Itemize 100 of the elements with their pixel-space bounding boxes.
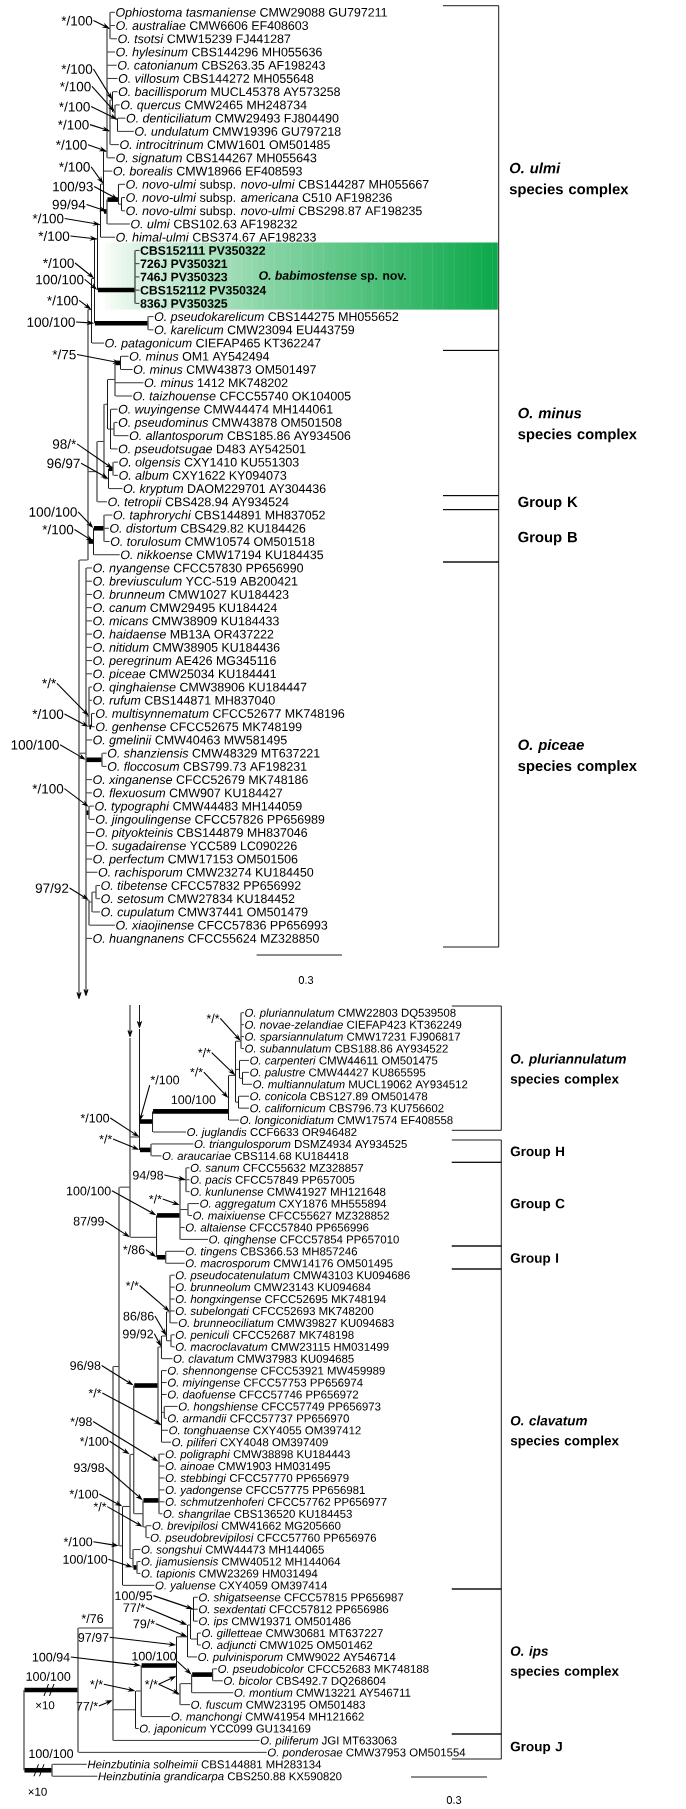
taxon-label: O. ips CMW19371 OM501486 [199,1616,351,1628]
tree-branch [141,1663,177,1668]
tree-branch [170,1274,175,1276]
tree-branch [197,1632,202,1634]
taxon-label: O. minus CMW43873 OM501497 [133,364,316,374]
tree-branch [100,236,116,238]
tree-branch [212,1668,218,1670]
tree-branch [151,1143,194,1145]
tree-branch [91,713,96,714]
tree-branch [107,28,110,29]
taxon-label: O. tonghuaense CXY4055 OM397412 [169,1426,361,1437]
tree-branch [146,1525,152,1527]
support-value: 79/* [133,1619,155,1629]
taxon-label: O. sanum CFCC55632 MZ328857 [190,1163,364,1172]
tree-branch [113,1740,260,1741]
continuation-arrow [137,1004,142,1029]
support-value: */100 [150,1075,180,1085]
tree-branch [107,64,118,66]
support-value: 100/100 [63,1554,108,1564]
tree-branch [93,554,121,556]
taxon-label: O. adjuncti CMW1025 OM501462 [202,1640,373,1652]
tree-branch [100,183,104,185]
taxon-label: O. tsotsi CMW15239 FJ441287 [118,34,291,44]
continuation-arrow [127,1004,133,1038]
tree-branch [117,117,126,119]
taxon-label: O. multisynnematum CFCC52677 MK748196 [95,708,345,721]
tree-branch [115,395,133,397]
taxon-label: O. taphrorychi CBS144891 MH837052 [113,510,325,522]
tree-branch [107,223,131,225]
clade-label: O. minus species complex [518,407,637,443]
taxon-label: O. carpenteri CMW44611 OM501475 [250,1056,438,1067]
tree-branch [170,1310,175,1312]
taxon-label: O. macrosporum CMW14176 OM501495 [185,1259,393,1270]
tree-branch [143,1526,146,1528]
taxon-label: O. sugadairense YCC589 LC090226 [95,841,297,853]
taxon-label: O. manchongi CMW41954 MH121662 [171,1712,364,1723]
leader-arrow [219,1017,241,1041]
tree-branch [89,805,95,807]
support-value: 100/100 [171,1095,216,1105]
tree-branch [113,1366,119,1367]
support-value: */100 [63,1537,93,1547]
tree-branch [110,428,114,430]
support-value: */* [144,1679,158,1689]
support-value: */* [93,1502,107,1512]
tree-branch [122,1506,130,1507]
tree-branch [86,660,93,661]
tree-branch [193,1596,199,1598]
tree-branch [89,686,93,688]
clade-label: O. ips species complex [510,1645,619,1679]
support-value: */* [88,1388,102,1398]
tree-branch [186,1167,190,1169]
support-value: */* [190,1067,203,1077]
continuation-arrow [76,769,82,1000]
tree-branch [241,1048,245,1049]
taxon-label: Heinzbutinia solheimii CBS144881 MH283134 [87,1760,322,1769]
tree-branch [157,1213,180,1218]
taxon-label: O. fuscum CMW23195 OM501483 [191,1700,365,1709]
tree-branch [86,832,96,833]
taxon-label: O. cupulatum CMW37441 OM501479 [101,907,308,919]
tree-branch [115,382,144,384]
taxon-label: O. tibetense CFCC57832 PP656992 [101,880,301,890]
taxon-label: O. pseudominus CMW43878 OM501508 [118,417,342,430]
support-value: */100 [61,63,93,74]
taxon-label: O. borealis CMW18966 EF408593 [113,166,302,176]
tree-branch [103,150,107,152]
taxon-label: O. pacis CFCC57849 PP657005 [190,1175,355,1187]
taxon-label: O. poligraphi CMW38898 KU184443 [165,1449,350,1461]
taxon-label: O. olgensis CXY1410 KU551303 [119,457,299,469]
tree-branch [170,1286,175,1288]
tree-branch [96,885,101,886]
taxon-label: O. hongshiense CFCC57749 PP656973 [178,1402,381,1413]
support-value: 100/100 [27,317,75,327]
tree-branch [107,51,116,53]
taxon-label: O. subelongati CFCC52693 MK748200 [175,1306,374,1318]
taxon-label: O. brunneum CMW1027 KU184423 [93,589,289,599]
taxon-label: O. kryptum DAOM229701 AY304436 [123,483,326,496]
tree-branch [137,1561,141,1562]
tree-branch [88,309,92,310]
support-value: 100/100 [29,506,77,517]
taxon-label: O. piliferum JGI MT633063 [260,1736,397,1747]
tree-branch [235,1040,241,1042]
support-value: */100 [59,81,91,92]
tree-branch [153,1109,229,1114]
taxon-label: O. multiannulatum MUCL19062 AY934512 [253,1080,468,1089]
tree-branch [161,1335,167,1337]
tree-branch [107,428,111,430]
tree-branch [104,403,108,405]
support-value: */100 [57,119,89,130]
tree-branch [197,1644,202,1646]
taxon-label: O. maixiuense CFCC55627 MZ328852 [193,1211,390,1220]
support-value: 93/98 [73,1462,105,1473]
taxon-label: O. gilletteae CMW30681 MT637227 [202,1628,383,1640]
tree-branch [97,501,108,503]
tree-branch [152,1131,187,1133]
tree-branch [133,1565,137,1570]
taxon-label: O. shanziensis CMW48329 MT637221 [107,748,320,758]
tree-branch [89,699,93,701]
clade-label: Group I [510,1253,559,1266]
taxon-label: O. armandii CFCC57737 PP656970 [167,1414,349,1423]
tree-branch [241,1024,245,1026]
